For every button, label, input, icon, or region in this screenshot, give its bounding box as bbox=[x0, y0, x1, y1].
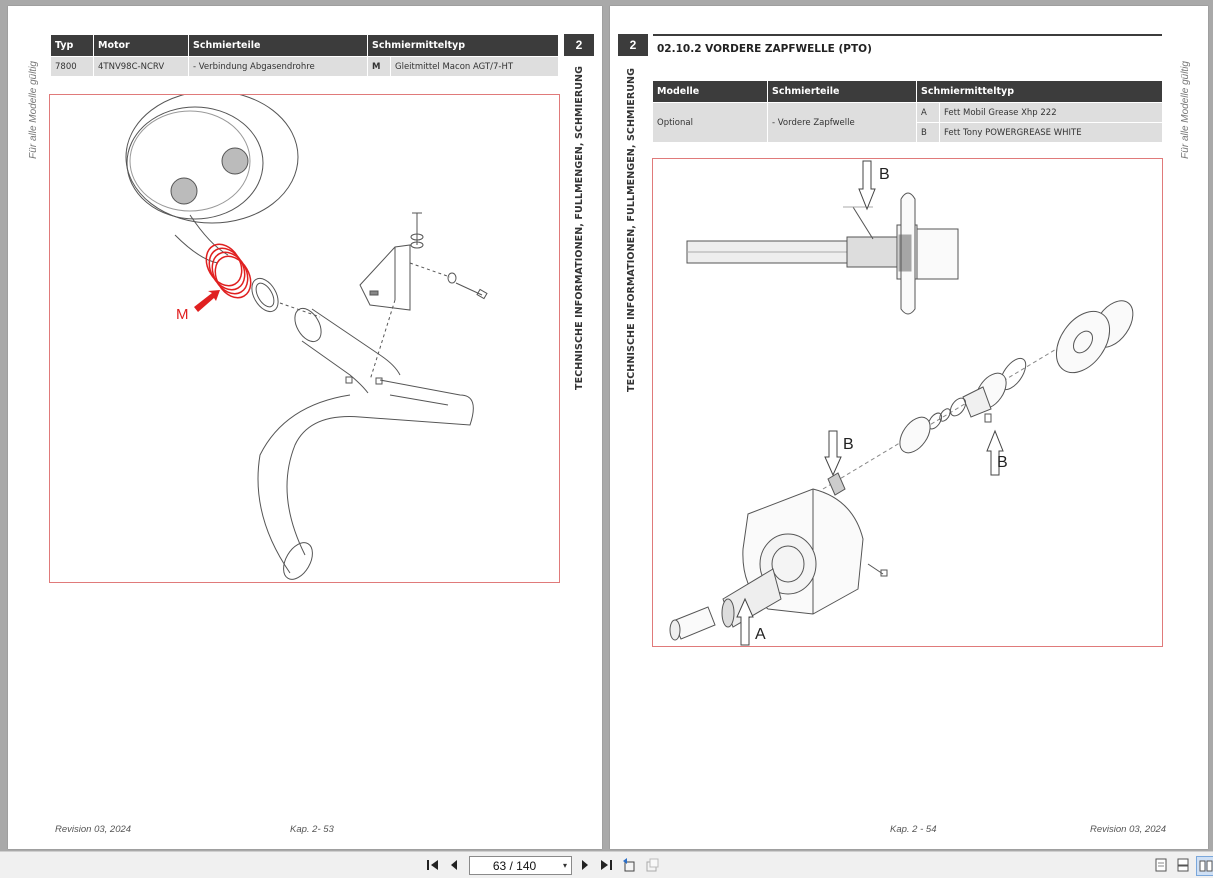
cell-schmiermittel-a: Fett Mobil Grease Xhp 222 bbox=[939, 102, 1163, 123]
section-heading: 02.10.2 VORDERE ZAPFWELLE (PTO) bbox=[657, 43, 872, 55]
label-b-right: B bbox=[997, 454, 1008, 471]
chapter-title: TECHNISCHE INFORMATIONEN, FÜLLMENGEN, SC… bbox=[626, 68, 637, 392]
previous-page-icon bbox=[451, 860, 457, 870]
pto-figure: B B B A bbox=[652, 158, 1163, 647]
figure-label-m: M bbox=[176, 306, 189, 323]
header-schmierteile: Schmierteile bbox=[188, 34, 368, 57]
connection-ring bbox=[205, 243, 252, 299]
single-page-icon bbox=[1155, 858, 1167, 872]
cell-code-b: B bbox=[916, 122, 940, 143]
header-schmiermitteltyp: Schmiermitteltyp bbox=[916, 80, 1163, 103]
page-53: Für alle Modelle gültig Typ Motor Schmie… bbox=[8, 6, 602, 849]
exhaust-figure: M bbox=[49, 94, 560, 583]
previous-page-button[interactable] bbox=[447, 856, 461, 874]
cell-schmierteile: - Vordere Zapfwelle bbox=[767, 102, 917, 143]
last-page-button[interactable] bbox=[598, 856, 614, 874]
cell-schmierteile: - Verbindung Abgasendrohre bbox=[188, 56, 368, 77]
page-indicator: 63 / 140 bbox=[492, 858, 537, 873]
footer-page-number: Kap. 2- 53 bbox=[290, 824, 334, 835]
first-page-icon bbox=[427, 860, 438, 870]
two-page-view-button[interactable] bbox=[1196, 856, 1213, 876]
continuous-view-button[interactable] bbox=[1175, 856, 1191, 874]
pto-drawing: B B B A bbox=[669, 160, 1134, 646]
header-schmierteile: Schmierteile bbox=[767, 80, 917, 103]
header-motor: Motor bbox=[93, 34, 189, 57]
first-page-button[interactable] bbox=[425, 856, 441, 874]
chevron-down-icon[interactable]: ▾ bbox=[562, 861, 567, 870]
validity-note: Für alle Modelle gültig bbox=[1180, 61, 1191, 159]
m-arrow: M bbox=[176, 290, 220, 323]
label-b-top: B bbox=[879, 166, 890, 183]
next-page-icon bbox=[582, 860, 588, 870]
label-b-left: B bbox=[843, 436, 854, 453]
continuous-page-icon bbox=[1177, 858, 1189, 872]
lubrication-table: Typ Motor Schmierteile Schmiermitteltyp … bbox=[50, 34, 559, 77]
header-modelle: Modelle bbox=[652, 80, 768, 103]
arrow-b-left bbox=[824, 430, 842, 477]
document-viewport[interactable]: Für alle Modelle gültig Typ Motor Schmie… bbox=[0, 0, 1213, 851]
forward-view-icon bbox=[646, 858, 659, 872]
heading-rule bbox=[653, 34, 1162, 36]
viewer-toolbar: 63 / 140 ▾ bbox=[0, 851, 1213, 878]
cell-schmiermittel: Gleitmittel Macon AGT/7-HT bbox=[390, 56, 559, 77]
next-page-button[interactable] bbox=[578, 856, 592, 874]
go-back-view-button[interactable] bbox=[621, 856, 637, 874]
cell-schmiermittel-b: Fett Tony POWERGREASE WHITE bbox=[939, 122, 1163, 143]
muffler-hole bbox=[170, 177, 198, 205]
back-view-icon bbox=[623, 858, 635, 872]
footer-revision: Revision 03, 2024 bbox=[1090, 824, 1167, 835]
two-page-icon bbox=[1199, 860, 1212, 872]
cell-motor: 4TNV98C-NCRV bbox=[93, 56, 189, 77]
page-number-field[interactable]: 63 / 140 ▾ bbox=[469, 856, 572, 875]
chapter-title: TECHNISCHE INFORMATIONEN, FÜLLMENGEN, SC… bbox=[574, 66, 585, 390]
arrow-a bbox=[736, 597, 754, 646]
page-54: 2 TECHNISCHE INFORMATIONEN, FÜLLMENGEN, … bbox=[610, 6, 1208, 849]
header-schmiermitteltyp: Schmiermitteltyp bbox=[367, 34, 559, 57]
lubrication-table: Modelle Schmierteile Schmiermitteltyp Op… bbox=[652, 80, 1163, 143]
muffler-hole bbox=[221, 147, 249, 175]
cell-modelle: Optional bbox=[652, 102, 768, 143]
exhaust-drawing: M bbox=[125, 95, 488, 580]
chapter-tab: 2 bbox=[618, 34, 648, 56]
arrow-b-top bbox=[858, 160, 876, 211]
muffler-outline bbox=[125, 95, 299, 224]
go-forward-view-button[interactable] bbox=[644, 856, 660, 874]
single-page-view-button[interactable] bbox=[1153, 856, 1169, 874]
arrow-b-right bbox=[986, 429, 1004, 476]
chapter-tab: 2 bbox=[564, 34, 594, 56]
hub-section bbox=[898, 234, 912, 272]
validity-note: Für alle Modelle gültig bbox=[28, 61, 39, 159]
footer-page-number: Kap. 2 - 54 bbox=[890, 824, 937, 835]
last-page-icon bbox=[601, 860, 612, 870]
cell-code: M bbox=[367, 56, 391, 77]
cell-typ: 7800 bbox=[50, 56, 94, 77]
cell-code-a: A bbox=[916, 102, 940, 123]
header-typ: Typ bbox=[50, 34, 94, 57]
footer-revision: Revision 03, 2024 bbox=[55, 824, 132, 835]
label-a: A bbox=[755, 626, 766, 643]
